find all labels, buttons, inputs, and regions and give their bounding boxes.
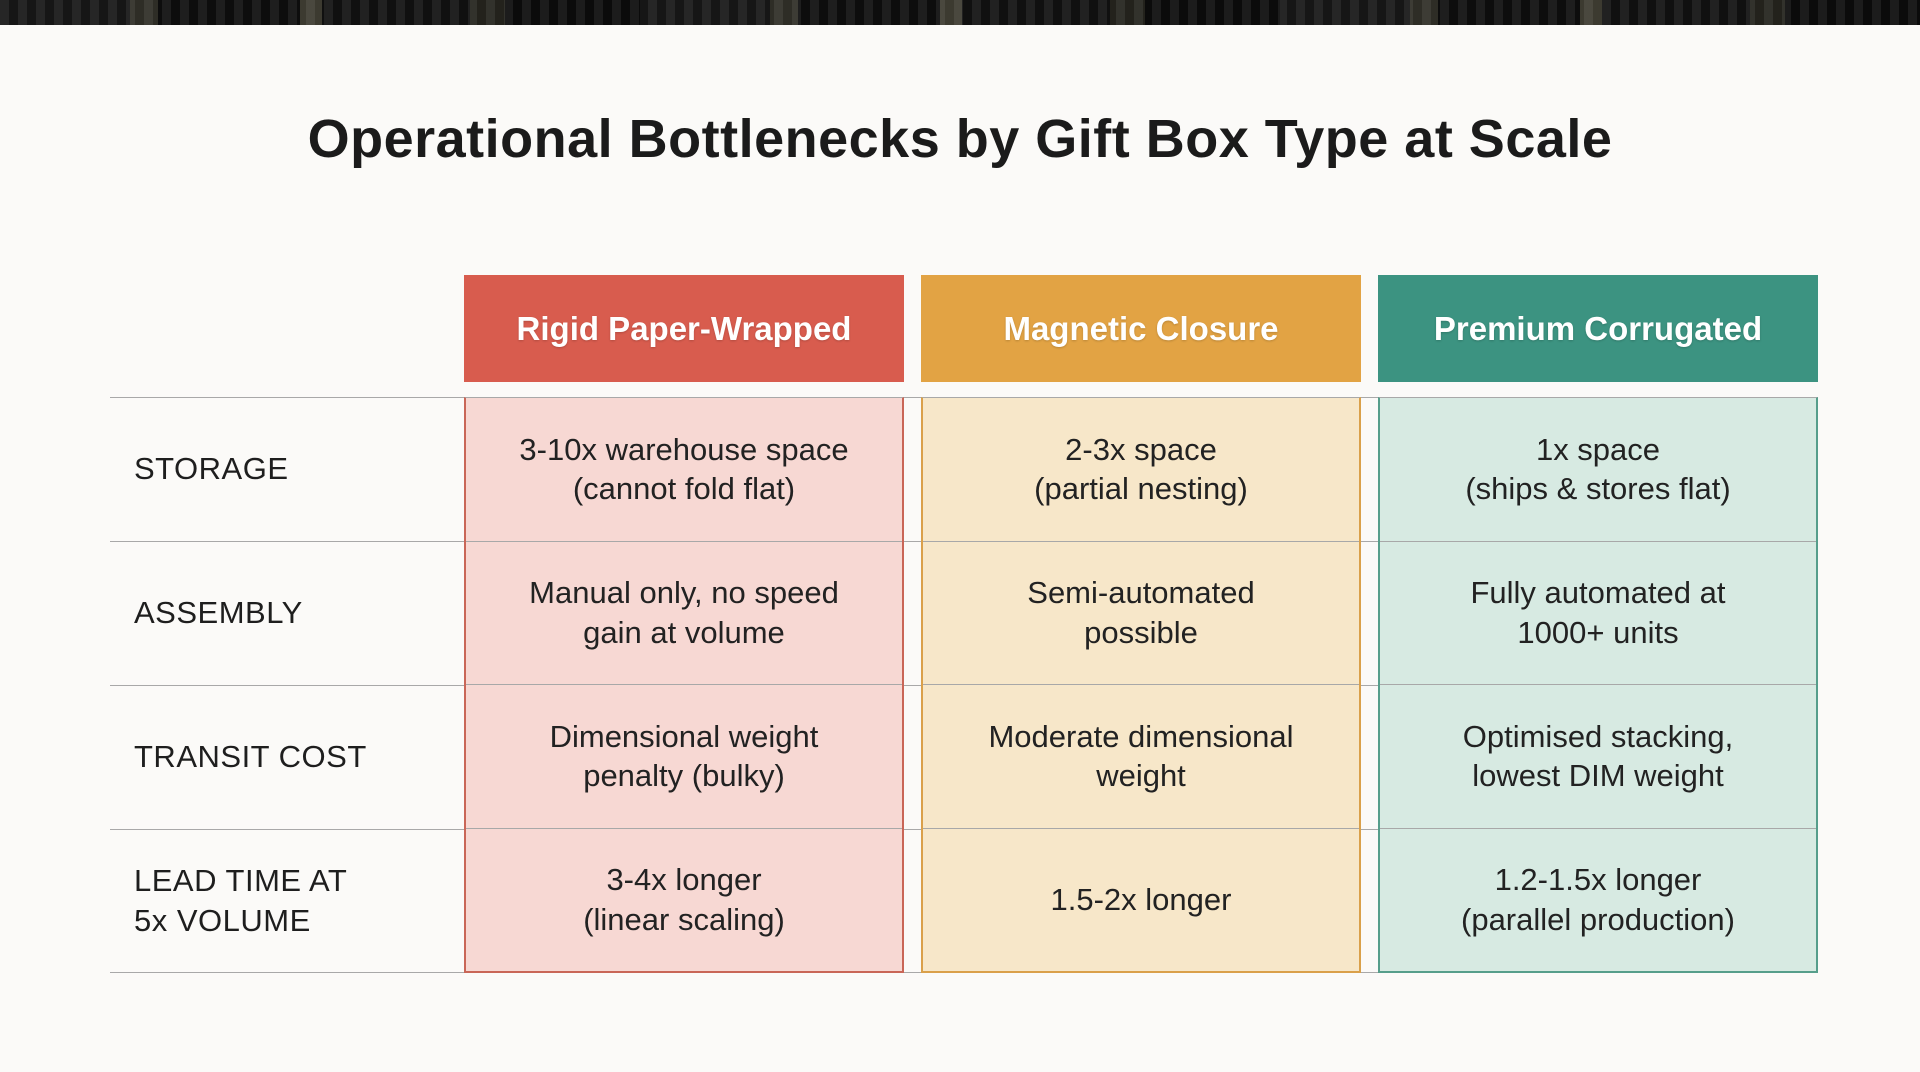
cell-transit-cost-rigid: Dimensional weight penalty (bulky) <box>466 684 902 828</box>
data-column-rigid-paper-wrapped: 3-10x warehouse space (cannot fold flat)… <box>464 397 904 973</box>
cell-storage-rigid: 3-10x warehouse space (cannot fold flat) <box>519 431 849 507</box>
table-header-row: Rigid Paper-Wrapped Magnetic Closure Pre… <box>110 275 1818 397</box>
column-header-magnetic-closure: Magnetic Closure <box>921 275 1361 382</box>
cell-transit-cost-magnetic: Moderate dimensional weight <box>923 684 1359 828</box>
cell-assembly-magnetic: Semi-automated possible <box>923 540 1359 685</box>
cell-storage-corrugated: 1x space (ships & stores flat) <box>1465 431 1731 507</box>
row-label-storage: STORAGE <box>134 450 289 486</box>
cell-assembly-corrugated: Fully automated at 1000+ units <box>1380 540 1816 685</box>
page-title: Operational Bottlenecks by Gift Box Type… <box>307 109 1613 169</box>
cell-assembly-rigid: Manual only, no speed gain at volume <box>466 540 902 685</box>
cell-lead-time-corrugated: 1.2-1.5x longer (parallel production) <box>1380 827 1816 972</box>
row-label-assembly: ASSEMBLY <box>134 594 303 630</box>
row-label-lead-time: LEAD TIME AT 5x VOLUME <box>134 862 348 938</box>
column-header-premium-corrugated: Premium Corrugated <box>1378 275 1818 382</box>
cell-storage-magnetic: 2-3x space (partial nesting) <box>1034 431 1248 507</box>
cell-transit-cost-corrugated: Optimised stacking, lowest DIM weight <box>1380 684 1816 828</box>
data-column-premium-corrugated: 1x space (ships & stores flat) Fully aut… <box>1378 397 1818 973</box>
cell-lead-time-rigid: 3-4x longer (linear scaling) <box>466 827 902 972</box>
comparison-table: Rigid Paper-Wrapped Magnetic Closure Pre… <box>110 275 1818 973</box>
row-label-transit-cost: TRANSIT COST <box>134 738 367 774</box>
top-glitch-strip <box>0 0 1920 25</box>
data-column-magnetic-closure: 2-3x space (partial nesting) Semi-automa… <box>921 397 1361 973</box>
cell-lead-time-magnetic: 1.5-2x longer <box>923 827 1359 972</box>
table-body: STORAGE ASSEMBLY TRANSIT COST LEAD TIME … <box>110 397 1818 973</box>
column-header-rigid-paper-wrapped: Rigid Paper-Wrapped <box>464 275 904 382</box>
row-label-column: STORAGE ASSEMBLY TRANSIT COST LEAD TIME … <box>110 397 447 973</box>
